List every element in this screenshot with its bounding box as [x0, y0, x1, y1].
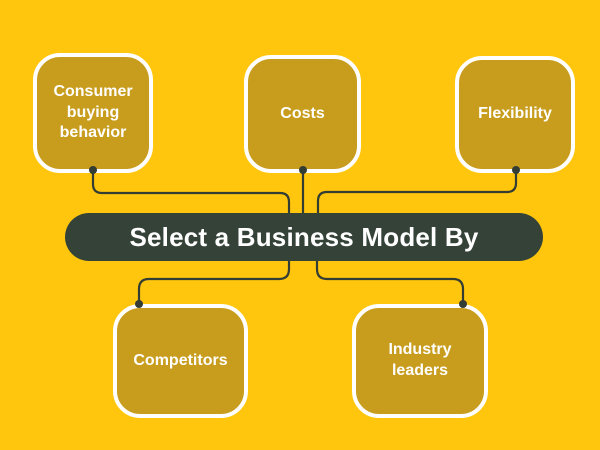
node-label: Industry leaders	[388, 341, 452, 379]
node-label: Flexibility	[478, 105, 552, 123]
diagram-title: Select a Business Model By	[129, 221, 479, 252]
connector-flexibility-to-center	[316, 167, 518, 214]
connector-center-to-industry-leaders	[315, 260, 465, 302]
node-industry-leaders: Industry leaders	[352, 304, 488, 418]
connector-consumer-to-center	[91, 167, 291, 214]
connector-center-to-competitors	[137, 260, 291, 302]
node-competitors: Competitors	[113, 304, 248, 418]
node-flexibility: Flexibility	[455, 56, 575, 173]
node-label: Costs	[280, 104, 325, 122]
node-label: Consumer buying behavior	[53, 82, 133, 142]
center-title-pill: Select a Business Model By	[65, 213, 543, 261]
node-consumer-buying-behavior: Consumer buying behavior	[33, 53, 153, 173]
node-label: Competitors	[133, 351, 228, 369]
node-costs: Costs	[244, 55, 361, 173]
